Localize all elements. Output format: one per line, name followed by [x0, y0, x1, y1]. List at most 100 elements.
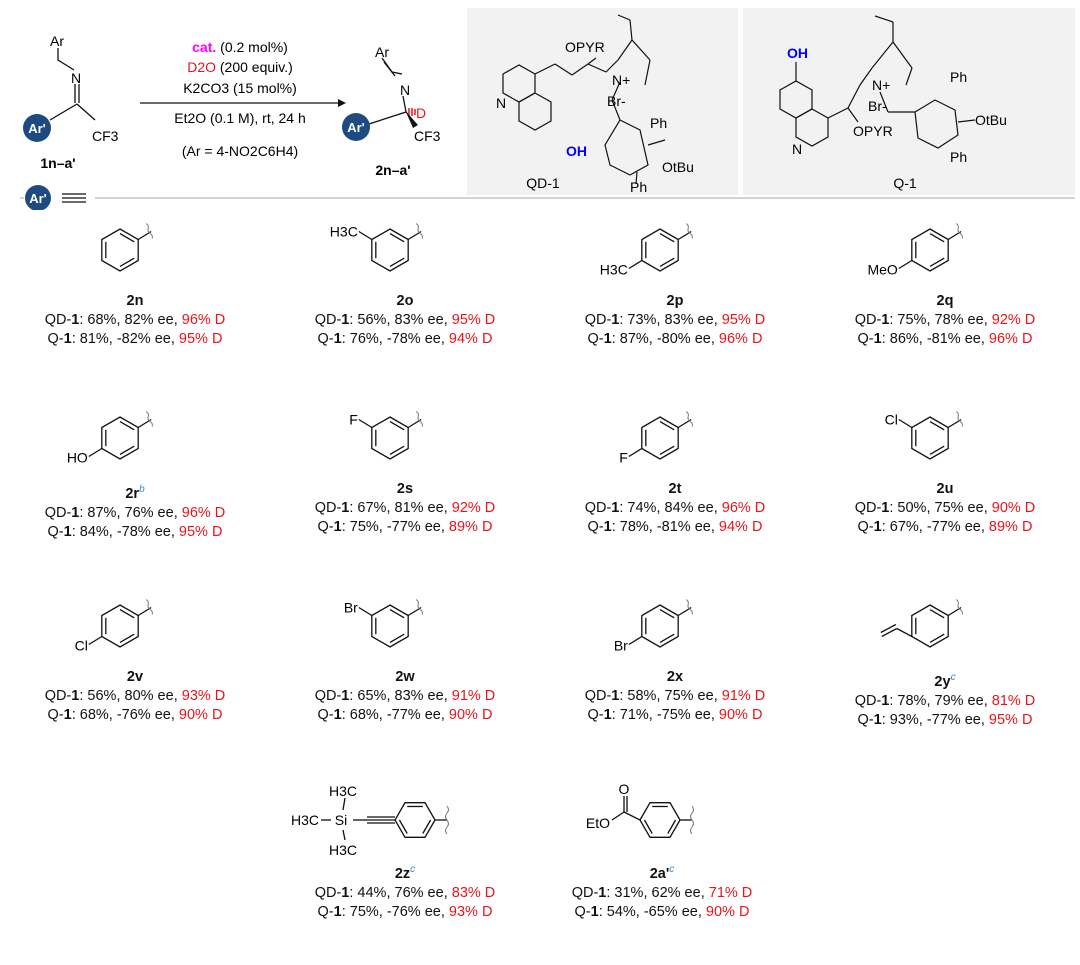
qd1-ph-2: Ph [630, 179, 647, 195]
wavy-bond-icon [685, 411, 693, 427]
deuterium-incorporation: 95% D [178, 523, 223, 540]
result-qd: QD-1: 73%, 83% ee, 95% D [584, 312, 766, 328]
substituent: Cl [75, 638, 88, 654]
result-q: Q-1: 76%, -78% ee, 94% D [317, 331, 493, 347]
structure: F [619, 411, 693, 466]
q1-label: Q-1 [893, 175, 917, 191]
wavy-bond-icon [415, 599, 423, 615]
compound-label: 2n [126, 293, 144, 309]
compound-label: 2q [936, 293, 954, 309]
q1-br: Br- [868, 98, 887, 114]
compound-label: 2zc [394, 864, 416, 882]
q1-n-plus: N+ [872, 77, 890, 93]
result-q: Q-1: 93%, -77% ee, 95% D [857, 711, 1033, 728]
wavy-bond-icon [145, 599, 153, 615]
result-qd: QD-1: 65%, 83% ee, 91% D [314, 688, 496, 704]
result-qd: QD-1: 68%, 82% ee, 96% D [44, 312, 226, 328]
q1-ph: Ph [950, 69, 967, 85]
qd1-oh: OH [566, 143, 587, 159]
result-q: Q-1: 78%, -81% ee, 94% D [587, 519, 763, 535]
methyl-1: H3C [329, 783, 357, 799]
result-q: Q-1: 75%, -76% ee, 93% D [317, 903, 493, 920]
result-qd: QD-1: 67%, 81% ee, 92% D [314, 500, 496, 516]
structure: H3C [600, 223, 693, 278]
footnote: c [950, 672, 956, 683]
reactant-label: 1n–a' [40, 155, 75, 171]
qd1-structure [502, 14, 666, 185]
condition-ar-definition: (Ar = 4-NO2C6H4) [182, 143, 298, 159]
reaction-scheme: Ar N CF3 Ar' 1n–a' cat. (0.2 mol%) D2O (… [20, 14, 1075, 210]
qd1-ph: Ph [650, 115, 667, 131]
wavy-bond-icon [415, 223, 423, 239]
ethoxy: EtO [586, 815, 610, 831]
wavy-bond-icon [145, 223, 153, 239]
qd1-quinoline-n: N [496, 95, 506, 111]
deuterium-incorporation: 89% D [448, 519, 493, 535]
deuterium-incorporation: 95% D [988, 711, 1033, 728]
result-q: Q-1: 54%, -65% ee, 90% D [574, 903, 750, 920]
result-qd: QD-1: 44%, 76% ee, 83% D [314, 884, 496, 901]
compound-label: 2a'c [649, 864, 675, 882]
result-q: Q-1: 71%, -75% ee, 90% D [587, 707, 763, 723]
reactant-cf3: CF3 [92, 128, 119, 144]
reactant-ar-prime: Ar' [28, 121, 46, 136]
result-qd: QD-1: 87%, 76% ee, 96% D [44, 504, 226, 521]
compound-label: 2rb [125, 484, 145, 502]
q1-oh: OH [787, 45, 808, 61]
result-q: Q-1: 84%, -78% ee, 95% D [47, 523, 223, 540]
compound-label: 2v [126, 669, 144, 685]
wavy-bond-icon [415, 411, 423, 427]
wavy-bond-icon [685, 599, 693, 615]
substituent: Cl [885, 412, 898, 428]
deuterium-incorporation: 91% D [721, 688, 766, 704]
footnote: c [669, 864, 675, 875]
q1-opyr: OPYR [853, 123, 893, 139]
deuterium-incorporation: 95% D [451, 312, 496, 328]
q1-quinoline-n: N [792, 141, 802, 157]
result-q: Q-1: 81%, -82% ee, 95% D [47, 331, 223, 347]
deuterium-incorporation: 83% D [451, 884, 496, 901]
result-qd: QD-1: 31%, 62% ee, 71% D [571, 884, 753, 901]
compound-label: 2s [396, 481, 414, 497]
product-n: N [400, 82, 410, 98]
structure: HO [67, 411, 153, 466]
deuterium-incorporation: 89% D [988, 519, 1033, 535]
substituent: H3C [330, 224, 358, 240]
result-q: Q-1: 67%, -77% ee, 89% D [857, 519, 1033, 535]
qd1-otbu: OtBu [662, 159, 694, 175]
deuterium-incorporation: 90% D [448, 707, 493, 723]
q1-otbu: OtBu [975, 112, 1007, 128]
footnote: c [410, 864, 416, 875]
deuterium-incorporation: 95% D [178, 331, 223, 347]
structure: Br [344, 599, 423, 648]
structure: Cl [885, 411, 963, 460]
compound-label: 2u [936, 481, 954, 497]
result-qd: QD-1: 56%, 83% ee, 95% D [314, 312, 496, 328]
condition-solvent: Et2O (0.1 M), rt, 24 h [174, 110, 306, 126]
reactant-ch2-bond [57, 48, 75, 71]
compound-label: 2x [666, 669, 684, 685]
deuterium-incorporation: 92% D [451, 500, 496, 516]
result-qd: QD-1: 74%, 84% ee, 96% D [584, 500, 766, 516]
reactant-n: N [71, 70, 81, 86]
carbonyl-oxygen: O [619, 781, 630, 797]
deuterium-incorporation: 81% D [991, 692, 1036, 709]
q1-structure [779, 15, 976, 149]
substituent: F [619, 450, 628, 466]
methyl-3: H3C [329, 842, 357, 858]
deuterium-incorporation: 91% D [451, 688, 496, 704]
reactant-ar: Ar [50, 33, 64, 49]
condition-catalyst: cat. (0.2 mol%) [192, 39, 288, 55]
deuterium-incorporation: 90% D [718, 707, 763, 723]
